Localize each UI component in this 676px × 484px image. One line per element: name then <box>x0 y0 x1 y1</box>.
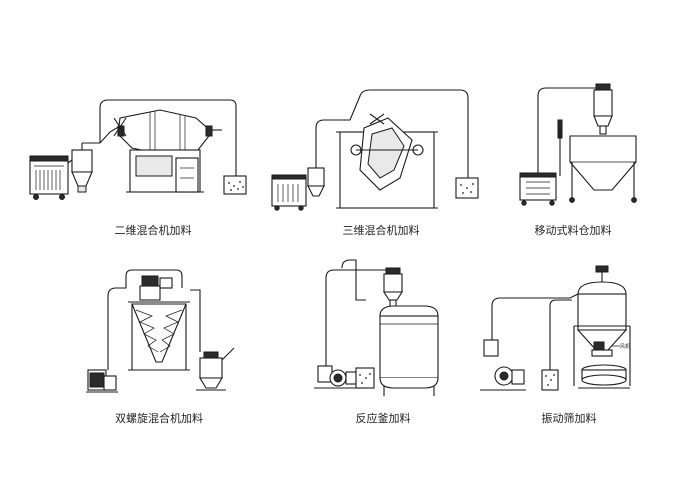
material-bin-2 <box>455 177 479 199</box>
panel-mobile-silo <box>519 83 637 206</box>
caption-vibrating-screen: 振动筛加料 <box>541 412 597 425</box>
receiver-4 <box>196 347 235 391</box>
silo-6 <box>573 265 631 386</box>
vacuum-unit-5 <box>314 365 358 389</box>
vacuum-unit-4 <box>86 369 118 393</box>
material-bin-6 <box>541 369 559 391</box>
2d-mixer <box>113 109 222 193</box>
reactor-tank <box>379 267 439 396</box>
panel-2d-mixer <box>29 99 247 200</box>
3d-mixer <box>336 113 438 209</box>
vibrating-screen <box>578 364 630 389</box>
material-bin-1 <box>223 175 247 195</box>
vacuum-unit-2 <box>271 160 325 211</box>
panel-vibrating-screen: 风机 <box>480 265 631 391</box>
caption-reactor: 反应釜加料 <box>355 412 411 425</box>
panel-3d-mixer <box>271 89 479 211</box>
vacuum-unit-6 <box>480 339 526 391</box>
caption-2d-mixer: 二维混合机加料 <box>114 224 192 237</box>
caption-mobile-silo: 移动式料仓加料 <box>534 224 612 237</box>
caption-double-screw: 双螺旋混合机加料 <box>115 412 203 425</box>
mobile-silo <box>557 83 637 203</box>
caption-3d-mixer: 三维混合机加料 <box>342 224 420 237</box>
panel-reactor <box>314 259 439 396</box>
vacuum-unit-1 <box>29 143 93 200</box>
material-bin-5 <box>355 367 375 389</box>
panel-double-screw <box>86 269 235 393</box>
double-screw-mixer <box>128 275 190 371</box>
vacuum-unit-3 <box>519 172 557 206</box>
fan-label: 风机 <box>620 343 630 350</box>
